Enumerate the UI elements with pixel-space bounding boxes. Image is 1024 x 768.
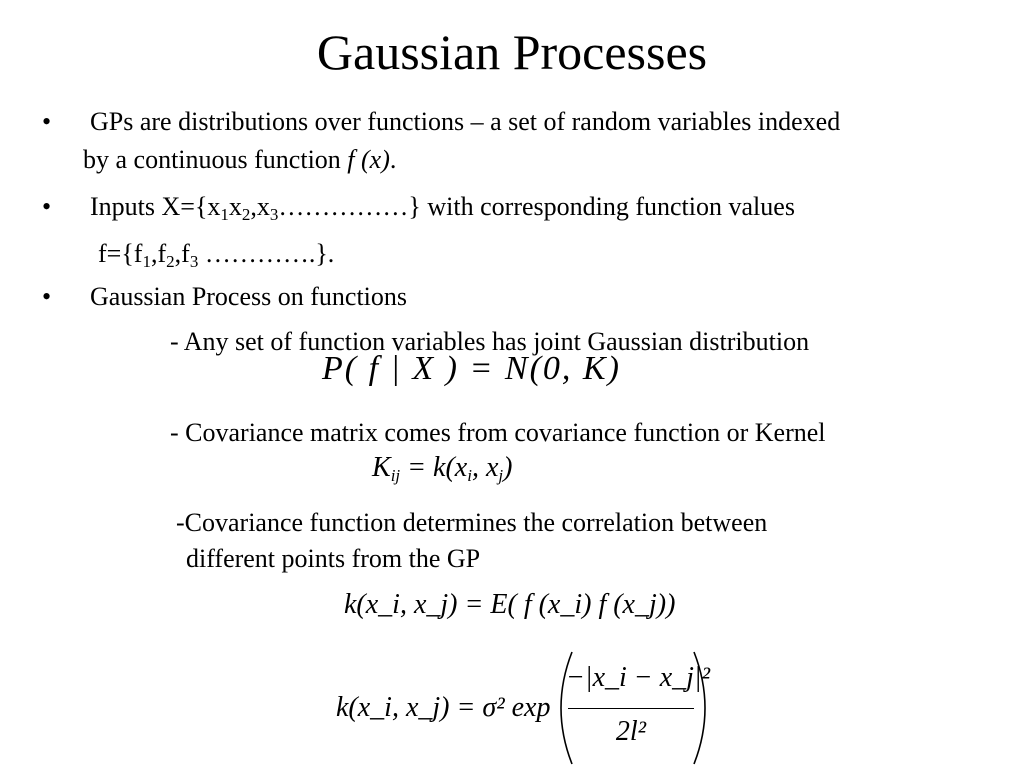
equation-joint-gaussian: P( f | X ) = N(0, K) [322, 350, 621, 387]
left-paren-icon [560, 651, 573, 765]
fraction-denominator: 2l² [615, 716, 647, 747]
bullet-1-line-2: by a continuous function f (x). [83, 142, 396, 178]
subscript: 1 [220, 205, 229, 224]
sub-point-covariance: - Covariance matrix comes from covarianc… [170, 418, 826, 447]
function-values-rest: ………….}. [198, 239, 335, 268]
bullet-1: • GPs are distributions over functions –… [42, 104, 1002, 140]
bullet-dot: • [42, 282, 52, 311]
equation-squared-exponential-lhs: k(x_i, x_j) = σ² exp [336, 692, 551, 723]
equation-kernel-matrix: Kij = k(xi, xj) [372, 450, 512, 486]
subscript: j [498, 466, 504, 485]
kernel-function-close: ) [503, 452, 513, 483]
subscript: ij [390, 466, 401, 485]
function-value-f2: ,f [150, 239, 167, 268]
inputs-x3: ,x [250, 192, 270, 221]
equation-covariance-expectation: k(x_i, x_j) = E( f (x_i) f (x_j)) [344, 589, 676, 620]
sub-point-joint: - Any set of function variables has join… [170, 327, 810, 356]
kernel-function-arg: , x [471, 452, 499, 483]
subscript: 1 [142, 252, 151, 271]
bullet-3-line-1: Gaussian Process on functions [90, 282, 408, 311]
function-value-f3: ,f [174, 239, 190, 268]
right-paren-icon [693, 651, 706, 765]
inputs-x2: x [228, 192, 242, 221]
function-values-label: f={f [98, 239, 143, 268]
inputs-label: Inputs X={x [90, 192, 221, 221]
bullet-1-period: . [389, 145, 397, 174]
kernel-function-open: = k(x [407, 452, 468, 483]
fraction-bar [568, 708, 694, 709]
bullet-1-line-1: GPs are distributions over functions – a… [90, 107, 841, 136]
sub-point-correlation-2: different points from the GP [186, 544, 481, 573]
kernel-matrix-symbol: K [372, 452, 391, 483]
fraction-numerator: −|x_i − x_j|² [566, 662, 710, 693]
bullet-1-line-2-text: by a continuous function [83, 145, 348, 174]
subscript: 3 [269, 205, 279, 224]
bullet-3: • Gaussian Process on functions [42, 279, 1002, 315]
subscript: 2 [166, 252, 175, 271]
slide-title: Gaussian Processes [316, 24, 708, 80]
bullet-dot: • [42, 192, 52, 221]
subscript: 3 [189, 252, 199, 271]
bullet-dot: • [42, 107, 52, 136]
inputs-rest: ……………} with corresponding function value… [278, 192, 795, 221]
bullet-2-line-1: Inputs X={x1x2,x3……………} with correspondi… [90, 189, 795, 225]
subscript: i [467, 466, 472, 485]
bullet-2-line-2: f={f1,f2,f3 ………….}. [98, 236, 334, 272]
sub-point-correlation-1: -Covariance function determines the corr… [176, 508, 768, 537]
bullet-1-function: f (x) [347, 145, 390, 174]
bullet-2: • Inputs X={x1x2,x3……………} with correspon… [42, 189, 1002, 225]
subscript: 2 [241, 205, 251, 224]
